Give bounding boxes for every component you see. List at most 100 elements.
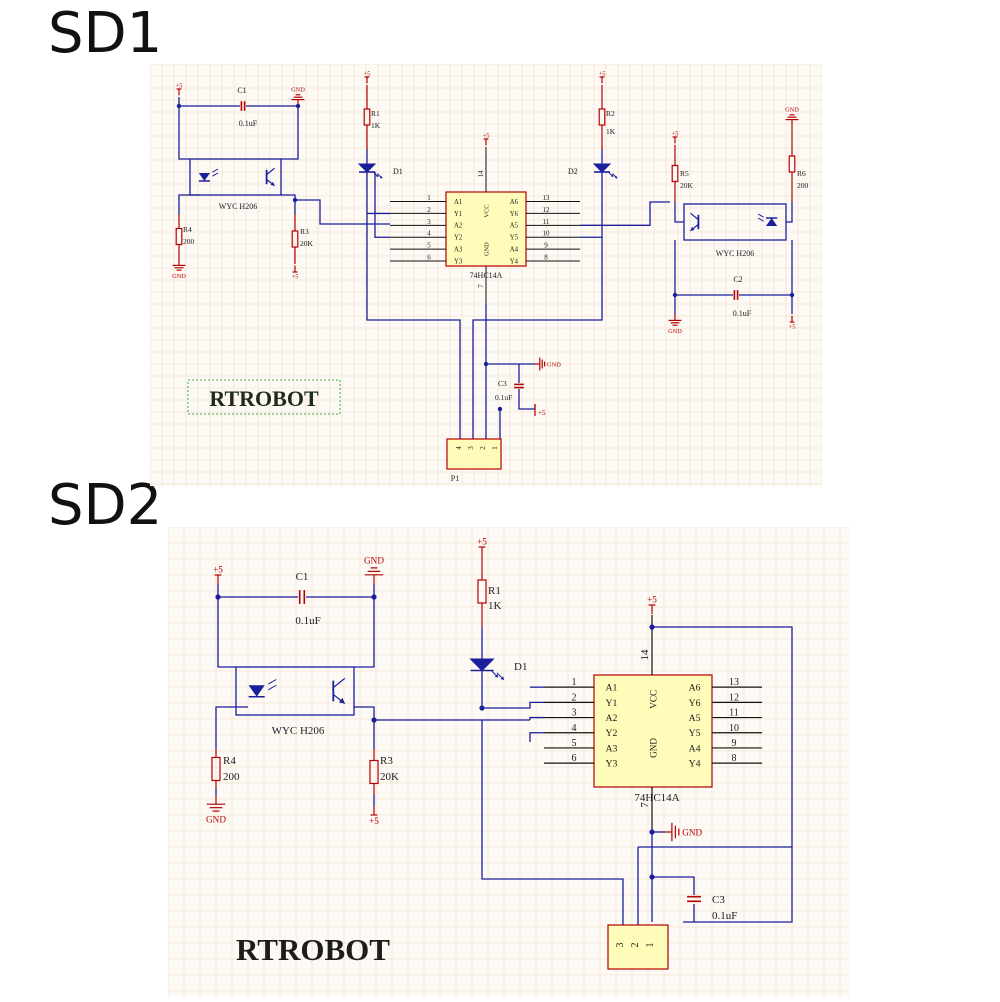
connector-pin-number: 3	[615, 943, 626, 948]
ic-gnd-label: GND	[483, 242, 490, 256]
wire	[481, 720, 624, 927]
gnd-label: GND	[785, 107, 799, 114]
r3-label: R3	[300, 227, 309, 236]
wire	[580, 201, 670, 226]
opto-collector	[266, 167, 275, 176]
pin7-label: 7	[639, 802, 651, 808]
junction-dot	[371, 717, 377, 723]
opto-label: WYC H206	[272, 725, 325, 737]
wire	[786, 202, 793, 223]
opto-ray	[267, 684, 277, 691]
ic-pin-number: 6	[427, 254, 431, 262]
led-d1-ray-head	[375, 174, 379, 177]
ic-pin-number: 13	[729, 677, 739, 688]
junction-dot	[649, 874, 655, 880]
plus5-label: +5	[364, 70, 371, 77]
ic-pin-name: Y4	[689, 759, 701, 770]
ic-pin-name: A5	[689, 713, 701, 724]
wire	[529, 732, 544, 742]
connector-pin-number: 4	[455, 446, 463, 450]
junction-dot	[649, 829, 655, 835]
connector-pin-number: 3	[467, 446, 475, 450]
wire	[674, 202, 684, 223]
ic-pin-number: 10	[543, 230, 551, 238]
junction-dot	[292, 197, 298, 203]
wire	[178, 106, 190, 160]
wire	[281, 106, 299, 160]
led-d2-ray-head	[610, 174, 614, 177]
wire	[374, 172, 390, 238]
r3-label: R3	[380, 755, 393, 767]
ic-pin-number: 9	[544, 242, 548, 250]
opto-collector	[690, 212, 699, 221]
ic-pin-name: Y3	[606, 759, 618, 770]
c2-value: 0.1uF	[733, 309, 752, 318]
ic-pin-name: Y6	[689, 698, 701, 709]
wire	[354, 706, 375, 749]
wire	[652, 876, 695, 895]
led-d1-ray-head	[500, 676, 504, 680]
gnd-label: GND	[668, 328, 682, 335]
c3-label: C3	[498, 379, 507, 388]
r4-label: R4	[183, 225, 192, 234]
gnd-label: GND	[172, 273, 186, 280]
r2-value: 1K	[606, 127, 616, 136]
pin7-label: 7	[477, 284, 485, 288]
ic-pin-name: Y6	[510, 211, 519, 218]
ic-pin-number: 8	[732, 753, 737, 764]
ic-pin-number: 9	[732, 738, 737, 749]
ic-pin-number: 11	[543, 218, 550, 226]
ic-vcc-label: VCC	[648, 690, 658, 709]
ic-pin-number: 5	[572, 738, 577, 749]
opto-arrow	[270, 181, 275, 186]
ic-pin-name: Y5	[689, 728, 701, 739]
ic-pin-number: 1	[427, 194, 431, 202]
gnd-label: GND	[364, 555, 384, 565]
junction-dot	[497, 406, 503, 412]
opto2-label: WYC H206	[716, 249, 754, 258]
ic-label: 74HC14A	[634, 792, 679, 804]
connector-pin-number: 2	[479, 446, 487, 450]
ic-pin-name: A2	[606, 713, 618, 724]
c3-value: 0.1uF	[712, 910, 737, 922]
pin14-label: 14	[639, 649, 651, 661]
opto-led	[766, 218, 778, 226]
c1-value: 0.1uF	[239, 119, 258, 128]
ic-pin-number: 10	[729, 723, 739, 734]
connector-pin-number: 1	[645, 943, 656, 948]
r5-label: R5	[680, 169, 689, 178]
ic-pin-name: Y1	[454, 211, 462, 218]
ic-pin-number: 8	[544, 254, 548, 262]
sd1-title: SD1	[48, 1, 163, 66]
ic-pin-number: 2	[572, 692, 577, 703]
brand-label: RTROBOT	[209, 386, 319, 411]
opto-ray	[267, 679, 277, 685]
plus5-label: +5	[176, 82, 183, 89]
r4-value: 200	[183, 237, 195, 246]
opto-led	[248, 685, 265, 697]
sd2-title: SD2	[48, 473, 163, 538]
opto-collector	[332, 677, 346, 689]
ic-pin-name: Y5	[510, 235, 519, 242]
ic-pin-number: 4	[572, 723, 577, 734]
gnd-label: GND	[206, 815, 226, 825]
d1-label: D1	[393, 167, 403, 176]
r1-label: R1	[488, 585, 501, 597]
ic-pin-name: A2	[454, 223, 463, 230]
ic-pin-name: A5	[510, 223, 519, 230]
ic-pin-name: A6	[510, 199, 519, 206]
wire	[366, 172, 461, 444]
ic-pin-name: A3	[606, 743, 618, 754]
r1-label: R1	[371, 109, 380, 118]
c2-label: C2	[733, 275, 742, 284]
pin14-label: 14	[477, 170, 485, 178]
r1-value: 1K	[488, 600, 502, 612]
ic-vcc-label: VCC	[483, 204, 490, 217]
ic-pin-name: A6	[689, 683, 701, 694]
wire	[215, 706, 248, 749]
ic-pin-number: 1	[572, 677, 577, 688]
ic-74hc14	[593, 674, 713, 788]
wire	[529, 716, 544, 720]
r6-value: 200	[797, 181, 809, 190]
